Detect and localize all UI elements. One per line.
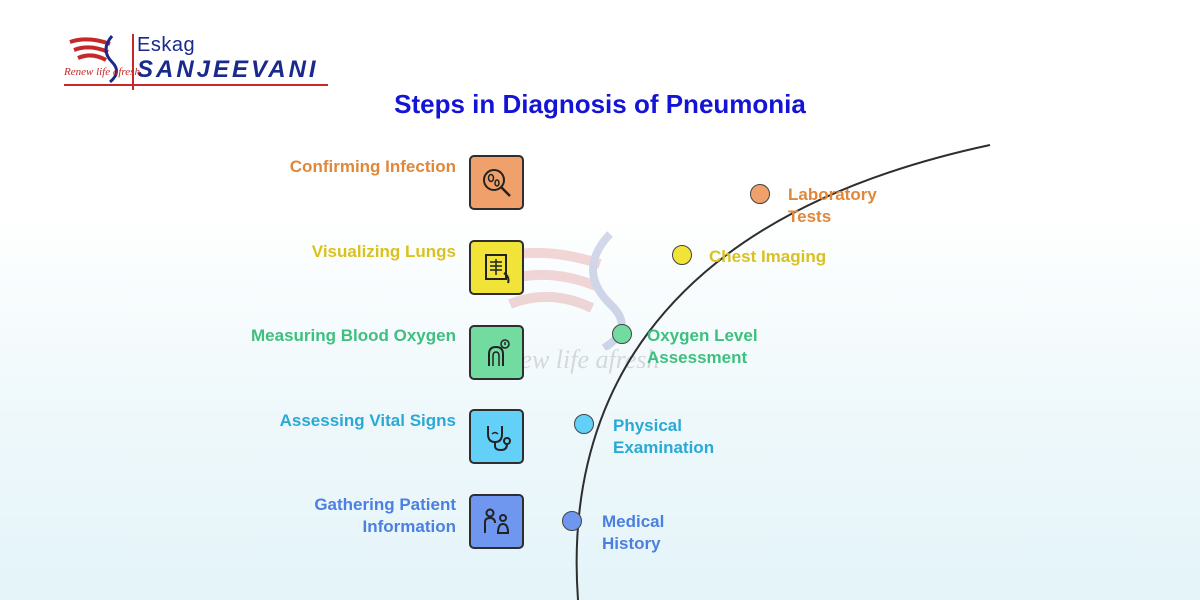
step-dot-laboratory-tests: [750, 184, 770, 204]
page-title: Steps in Diagnosis of Pneumonia: [394, 89, 806, 119]
left-label-visualizing-lungs: Visualizing Lungs: [311, 242, 456, 261]
chest-xray-icon: [484, 253, 509, 283]
step-label-medical-history: Medical History: [602, 512, 665, 553]
icon-box-assessing-vital-signs: [469, 409, 524, 464]
step-dot-medical-history: [562, 511, 582, 531]
logo-tagline: Renew life afresh: [64, 66, 140, 78]
left-label-measuring-blood-oxygen: Measuring Blood Oxygen: [251, 326, 456, 345]
logo-underline: [64, 84, 328, 86]
step-label-physical-examination: Physical Examination: [613, 416, 715, 457]
step-label-oxygen-level-assessment: Oxygen Level Assessment: [647, 326, 758, 367]
left-label-gathering-patient-information: Gathering Patient Information: [314, 495, 456, 536]
left-label-assessing-vital-signs: Assessing Vital Signs: [279, 411, 456, 430]
step-dot-oxygen-level-assessment: [612, 324, 632, 344]
logo-brand-top: Eskag: [137, 34, 196, 56]
patient-consultation-icon: [483, 508, 509, 534]
logo-brand-main: SANJEEVANI: [137, 56, 319, 83]
step-label-laboratory-tests: Laboratory Tests: [788, 185, 877, 226]
icon-box-visualizing-lungs: [469, 240, 524, 295]
step-dot-physical-examination: [574, 414, 594, 434]
left-label-confirming-infection: Confirming Infection: [289, 157, 456, 176]
pulse-oximeter-icon: [487, 338, 510, 366]
microscope-bacteria-icon: [482, 168, 511, 197]
icon-box-confirming-infection: [469, 155, 524, 210]
logo-mark-icon: [69, 35, 118, 84]
icon-box-gathering-patient-information: [469, 494, 524, 549]
icon-box-measuring-blood-oxygen: [469, 325, 524, 380]
stethoscope-icon: [486, 425, 511, 451]
logo-divider: [132, 34, 134, 90]
step-label-chest-imaging: Chest Imaging: [709, 247, 827, 266]
step-dot-chest-imaging: [672, 245, 692, 265]
